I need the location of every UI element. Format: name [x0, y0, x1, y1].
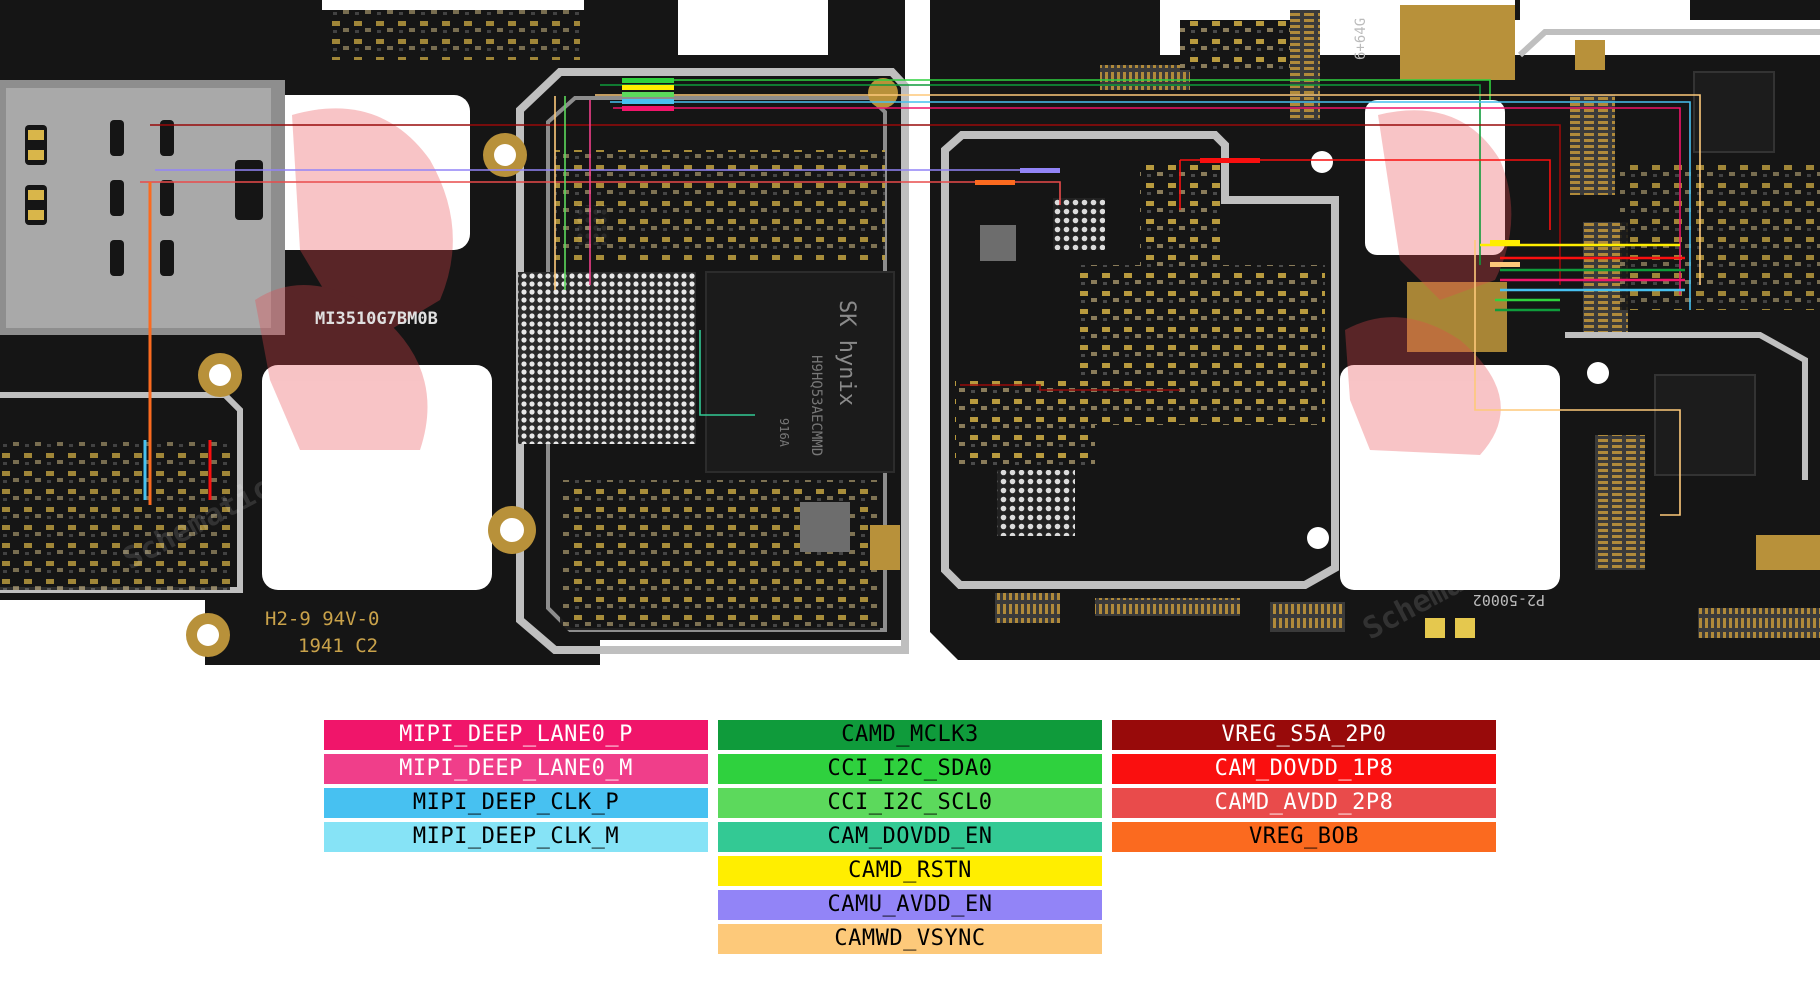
legend-cam-dovdd-1p8: CAM_DOVDD_1P8	[1112, 754, 1496, 784]
legend-mipi-deep-lane0-m: MIPI_DEEP_LANE0_M	[324, 754, 708, 784]
legend-mipi-deep-lane0-p: MIPI_DEEP_LANE0_P	[324, 720, 708, 750]
legend-cci-i2c-scl0: CCI_I2C_SCL0	[718, 788, 1102, 818]
watermark-logo	[255, 108, 1512, 455]
chip-code-2: 916A	[777, 418, 791, 448]
right-part-label: P2-50002	[1473, 591, 1545, 609]
chip-brand: SK hynix	[834, 300, 859, 406]
legend-mipi-deep-clk-m: MIPI_DEEP_CLK_M	[324, 822, 708, 852]
legend-vreg-bob: VREG_BOB	[1112, 822, 1496, 852]
ul-mark: H2-9 94V-0	[265, 608, 379, 630]
chip-code: H9HQ53AECMMD	[808, 355, 824, 456]
left-board	[0, 0, 909, 670]
signal-traces	[140, 79, 1701, 516]
legend-cci-i2c-sda0: CCI_I2C_SDA0	[718, 754, 1102, 784]
date-code: 1941 C2	[298, 635, 378, 657]
legend-camd-avdd-2p8: CAMD_AVDD_2P8	[1112, 788, 1496, 818]
legend-cam-dovdd-en: CAM_DOVDD_EN	[718, 822, 1102, 852]
legend-camd-rstn: CAMD_RSTN	[718, 856, 1102, 886]
memory-label: 6+64G	[1353, 18, 1369, 60]
legend-camd-mclk3: CAMD_MCLK3	[718, 720, 1102, 750]
legend-mipi-deep-clk-p: MIPI_DEEP_CLK_P	[324, 788, 708, 818]
pcb-board-photo: MI3510G7BM0B H2-9 94V-0 1941 C2 SK hynix…	[0, 0, 1820, 670]
right-board	[930, 0, 1820, 660]
legend-vreg-s5a-2p0: VREG_S5A_2P0	[1112, 720, 1496, 750]
legend-camwd-vsync: CAMWD_VSYNC	[718, 924, 1102, 954]
left-board-silk: MI3510G7BM0B	[315, 309, 438, 329]
legend-camu-avdd-en: CAMU_AVDD_EN	[718, 890, 1102, 920]
net-label-markers	[622, 78, 1520, 267]
